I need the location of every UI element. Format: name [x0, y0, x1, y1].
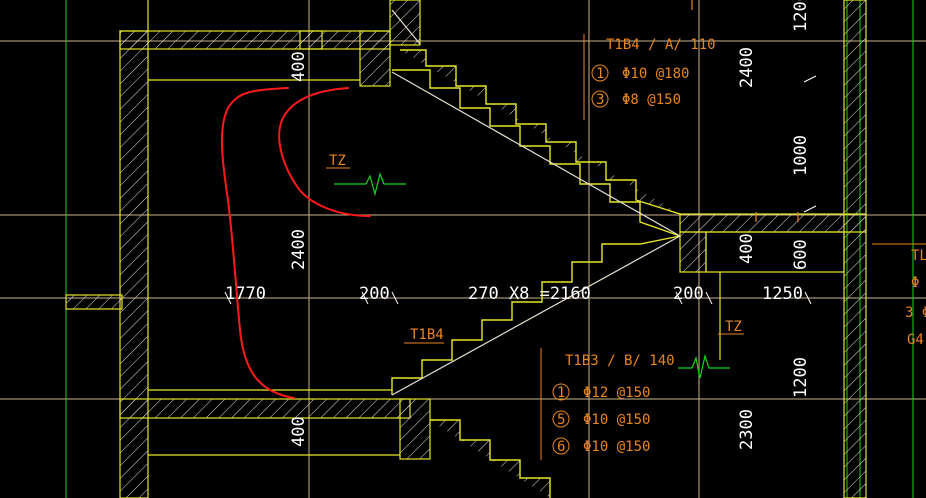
right-edge-annotation: TL Φ 3 Φ G4: [872, 243, 926, 348]
top-right-marks: [691, 0, 799, 222]
t1b3-rebar-3-spec: Φ10 @150: [583, 439, 650, 455]
right-structure: [147, 0, 845, 456]
edge-label-2: Φ: [911, 275, 919, 291]
t1b3-rebar-1-spec: Φ12 @150: [583, 385, 650, 401]
t1b4-upper-rebar-2-mark: 3: [596, 92, 604, 108]
edge-label-1: TL: [911, 248, 926, 264]
t1b3-rebar-2-mark: 5: [557, 412, 565, 428]
dim-span-wall-1: 200: [359, 284, 390, 304]
edge-label-4: G4: [907, 332, 924, 348]
green-axis-lines: [65, 0, 914, 498]
t1b3-rebar-1-mark: 1: [557, 385, 565, 401]
tz-lower-label: TZ: [725, 319, 742, 335]
red-markup: [220, 87, 371, 399]
upper-stair-flight: [392, 49, 681, 237]
dim-right-600: 600: [791, 239, 811, 270]
dim-left-flight: 2400: [289, 229, 309, 270]
t1b3-title: T1B3 / B/ 140: [565, 353, 675, 369]
dim-right-1200-top: 1200: [791, 0, 811, 32]
red-markup-curve-right: [278, 87, 371, 217]
dim-right-2300: 2300: [737, 409, 757, 450]
break-symbol-upper: [334, 172, 406, 197]
tz-upper-label: TZ: [329, 153, 346, 169]
edge-label-3: 3 Φ: [905, 305, 926, 321]
dim-top-landing: 400: [289, 51, 309, 82]
dimension-ticks: [224, 75, 817, 305]
dim-span-wall-2: 200: [673, 284, 704, 304]
dim-right-mid: 1000: [791, 135, 811, 176]
t1b4-lower-annotation: T1B4: [404, 327, 444, 344]
dim-span-left: 1770: [225, 284, 266, 304]
t1b4-lower-label: T1B4: [410, 327, 444, 343]
t1b4-upper-rebar-1-spec: Φ10 @180: [622, 66, 689, 82]
red-markup-curve-left: [220, 87, 295, 399]
dim-span-right: 1250: [762, 284, 803, 304]
tz-lower-marker: TZ: [678, 319, 744, 379]
lower-stair-flight: [391, 235, 681, 498]
t1b4-upper-annotation: T1B4 / A/ 110 1 Φ10 @180 3 Φ8 @150: [583, 34, 716, 120]
t1b3-annotation: T1B3 / B/ 140 1 Φ12 @150 5 Φ10 @150 6 Φ1…: [540, 348, 675, 460]
t1b3-rebar-3-mark: 6: [557, 439, 565, 455]
t1b4-upper-title: T1B4 / A/ 110: [606, 37, 716, 53]
diagonal-lines: [391, 9, 681, 396]
t1b4-upper-rebar-1-mark: 1: [596, 66, 604, 82]
dim-right-1200-bottom: 1200: [791, 357, 811, 398]
t1b4-upper-rebar-2-spec: Φ8 @150: [622, 92, 681, 108]
dim-span-stairs: 270 X8 =2160: [468, 284, 591, 304]
dim-right-top: 2400: [737, 47, 757, 88]
tz-upper-marker: TZ: [326, 153, 406, 197]
dim-bottom-landing: 400: [289, 416, 309, 447]
break-symbol-lower: [678, 353, 730, 379]
t1b3-rebar-2-spec: Φ10 @150: [583, 412, 650, 428]
dim-right-landing: 400: [737, 233, 757, 264]
